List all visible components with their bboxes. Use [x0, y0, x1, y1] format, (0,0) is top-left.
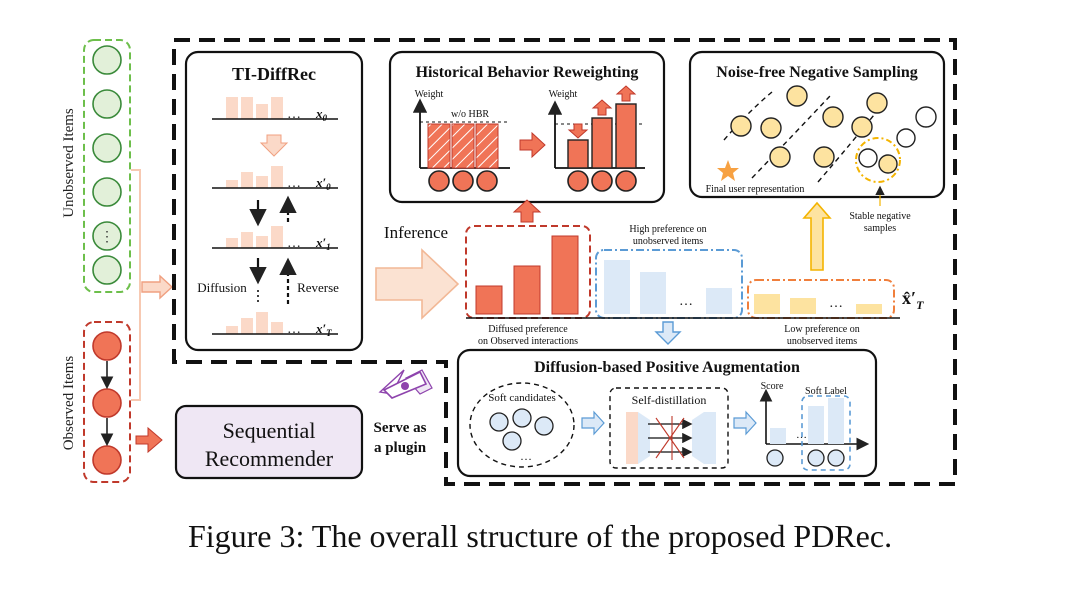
hbr-wo-label: w/o HBR: [451, 109, 489, 120]
high-bar-2: [640, 272, 666, 314]
observed-items-column: [83, 321, 131, 483]
tidiff-down-arrow: [259, 134, 289, 157]
hbr-title: Historical Behavior Reweighting: [416, 64, 639, 81]
score-bar-2: [808, 406, 824, 444]
x0p-label: x′0: [315, 175, 331, 192]
input-arrow: [141, 274, 174, 300]
to-recommender-arrow: [135, 426, 163, 454]
star-icon: [717, 160, 739, 181]
hbr-up-arrow-1: [591, 99, 613, 116]
pdrec-frame: [172, 38, 957, 486]
score-label: Score: [761, 381, 784, 392]
diffused-pref-label-2: on Observed interactions: [478, 336, 578, 347]
unobserved-items-label: Unobserved Items: [61, 108, 77, 218]
plugin-icon: [401, 382, 409, 390]
high-pref-ellipsis: …: [679, 294, 693, 309]
to-distill-arrow: [581, 410, 605, 436]
low-bar-2: [790, 298, 816, 314]
hbr-right-bar-1: [567, 139, 589, 169]
high-pref-label-2: unobserved items: [633, 236, 703, 247]
score-bar-1: [770, 428, 786, 444]
x0-ellipsis: …: [287, 107, 301, 122]
xTp-bars: [212, 312, 338, 335]
soft-candidates-ellipsis: …: [520, 449, 532, 463]
x1p-ellipsis: …: [287, 236, 301, 251]
low-pref-label-2: unobserved items: [787, 336, 857, 347]
score-bar-3: [828, 398, 844, 444]
low-bar-1: [754, 294, 780, 314]
figure-caption: Figure 3: The overall structure of the p…: [187, 518, 893, 554]
reverse-label: Reverse: [297, 280, 339, 295]
x0-bars: [212, 97, 338, 120]
xTp-label: x′T: [315, 321, 332, 338]
self-distillation-box: [609, 387, 729, 469]
items-bracket: [131, 169, 141, 401]
soft-candidates-ellipse: [469, 382, 575, 468]
high-bar-3: [706, 288, 732, 314]
xhat-label: x̂′T: [902, 288, 924, 312]
high-bar-1: [604, 260, 630, 314]
stable-negative-label-2: samples: [864, 223, 896, 234]
diffused-pref-box: [465, 225, 591, 319]
hbr-transform-arrow: [519, 131, 546, 159]
low-pref-label-1: Low preference on: [784, 324, 860, 335]
tidiffrec-panel: [184, 50, 364, 352]
diffused-bar-1: [475, 285, 503, 315]
x1p-bars: [212, 226, 338, 249]
diffused-pref-label-1: Diffused preference: [488, 324, 568, 335]
hbr-right-bar-3: [615, 103, 637, 169]
diffused-bar-3: [551, 235, 579, 315]
observed-items-label: Observed Items: [61, 356, 77, 451]
xTp-ellipsis: …: [287, 322, 301, 337]
unobserved-items-column: ⋮: [83, 39, 131, 293]
tidiffrec-title: TI-DiffRec: [232, 64, 316, 84]
nns-up-arrow: [802, 201, 832, 271]
sequential-label: Sequential: [223, 418, 316, 443]
low-pref-ellipsis: …: [829, 296, 843, 311]
to-softlabel-arrow: [733, 410, 757, 436]
x0p-bars: [212, 166, 338, 189]
soft-candidates-label: Soft candidates: [488, 392, 556, 404]
dpa-down-arrow: [654, 321, 682, 345]
nns-samples: [730, 85, 937, 183]
hbr-up-arrow: [512, 199, 542, 223]
svg-text:⋮: ⋮: [100, 230, 114, 245]
final-user-rep-label: Final user representation: [706, 184, 805, 195]
low-bar-3: [856, 304, 882, 314]
hbr-right-bar-2: [591, 117, 613, 169]
distill-output-layer: [704, 412, 716, 464]
hbr-weight-right: Weight: [549, 89, 578, 100]
high-pref-box: [595, 249, 743, 319]
distill-input-layer: [626, 412, 638, 464]
inference-arrow: [375, 248, 460, 320]
recommender-label: Recommender: [205, 446, 334, 471]
self-distillation-label: Self-distillation: [632, 393, 707, 407]
hbr-up-arrow-2: [615, 85, 637, 102]
soft-label-box: [801, 395, 851, 471]
dpa-title: Diffusion-based Positive Augmentation: [534, 359, 800, 376]
nns-title: Noise-free Negative Sampling: [716, 64, 917, 81]
sequential-recommender-box: [174, 404, 364, 480]
x0-label: x0: [315, 106, 328, 123]
hbr-left-bar-3: [475, 123, 499, 169]
hbr-left-bar-2: [451, 123, 475, 169]
diffusion-label: Diffusion: [197, 280, 247, 295]
pdrec-diagram: ⋮ Unobserved Items Observed Items TI-Dif…: [61, 38, 957, 486]
inference-label: Inference: [384, 223, 448, 242]
plugin-label-2: a plugin: [374, 440, 427, 456]
diffused-bar-2: [513, 265, 541, 315]
stable-negative-label-1: Stable negative: [849, 211, 911, 222]
hbr-weight-left: Weight: [415, 89, 444, 100]
high-pref-label-1: High preference on: [629, 224, 706, 235]
soft-label-label: Soft Label: [805, 386, 847, 397]
hbr-down-arrow: [567, 123, 589, 139]
plugin-label-1: Serve as: [374, 420, 427, 436]
x1p-label: x′1: [315, 235, 331, 252]
x0p-ellipsis: …: [287, 176, 301, 191]
hbr-left-bar-1: [427, 123, 451, 169]
